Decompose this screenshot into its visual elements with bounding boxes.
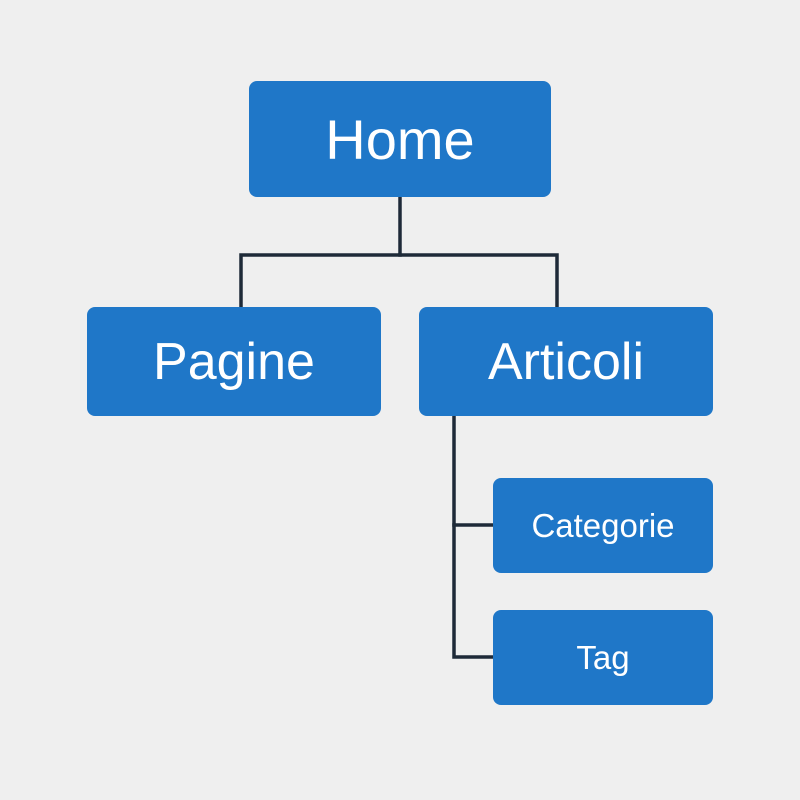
node-tag-label: Tag xyxy=(576,638,630,676)
node-tag: Tag xyxy=(493,610,713,705)
edge-articoli-categorie xyxy=(452,414,495,527)
node-pagine-label: Pagine xyxy=(153,332,315,391)
node-categorie-label: Categorie xyxy=(531,506,675,544)
node-articoli: Articoli xyxy=(419,307,713,416)
edge-home-articoli xyxy=(398,253,559,309)
node-home-label: Home xyxy=(325,107,475,171)
node-articoli-label: Articoli xyxy=(487,332,645,391)
edge-home-pagine xyxy=(239,195,402,309)
edge-articoli-tag xyxy=(452,523,495,659)
node-home: Home xyxy=(249,81,551,197)
node-categorie: Categorie xyxy=(493,478,713,573)
node-pagine: Pagine xyxy=(87,307,381,416)
